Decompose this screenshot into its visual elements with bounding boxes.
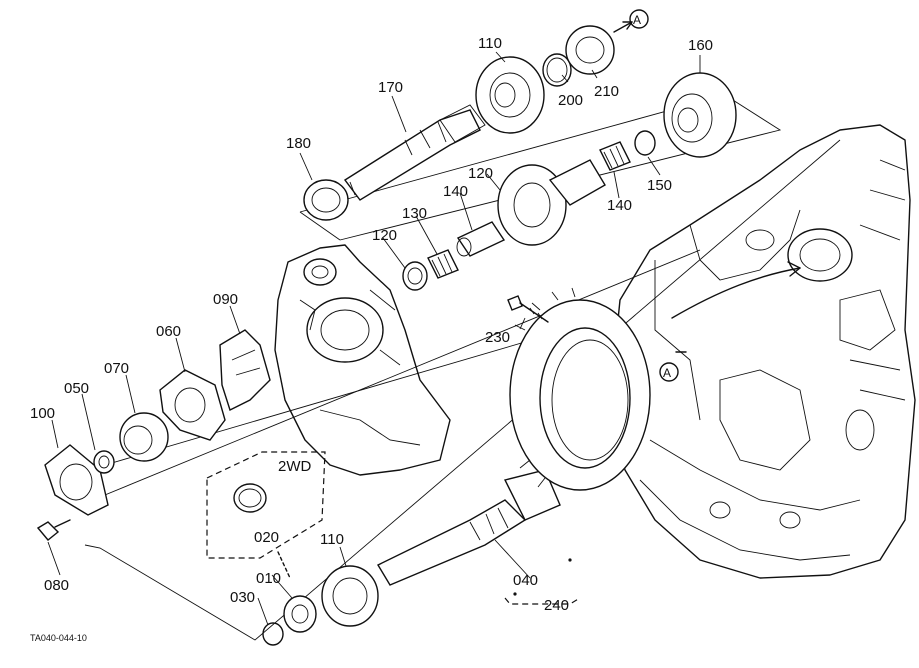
part-labels: 110 200 210 160 150 140 120 140 130 120 … bbox=[30, 35, 713, 614]
part-label-190: 180 bbox=[286, 135, 311, 152]
part-label-100: 100 bbox=[30, 405, 55, 422]
lower-shaft-assembly bbox=[262, 287, 651, 646]
part-label-060: 060 bbox=[156, 323, 181, 340]
part-label-150: 140 bbox=[443, 183, 468, 200]
left-assembly bbox=[36, 329, 271, 541]
part-label-090: 090 bbox=[213, 291, 238, 308]
part-label-080: 080 bbox=[44, 577, 69, 594]
part-label-170: 160 bbox=[688, 37, 713, 54]
part-label-050: 050 bbox=[64, 380, 89, 397]
reference-markers: A A bbox=[629, 9, 679, 382]
part-label-120: 120 bbox=[372, 227, 397, 244]
part-label-230: 230 bbox=[485, 329, 510, 346]
part-label-030: 030 bbox=[230, 589, 255, 606]
reference-letter-bottom: A bbox=[663, 366, 671, 380]
reference-letter-top: A bbox=[633, 13, 641, 27]
part-label-140b: 140 bbox=[607, 197, 632, 214]
part-label-240: 240 bbox=[544, 597, 569, 614]
leader-lines bbox=[47, 51, 701, 626]
part-label-220: 210 bbox=[594, 83, 619, 100]
part-label-040: 040 bbox=[513, 572, 538, 589]
upper-shaft-assembly bbox=[303, 25, 737, 291]
2wd-box bbox=[206, 451, 326, 579]
part-label-010: 010 bbox=[256, 570, 281, 587]
front-housing bbox=[274, 244, 451, 476]
transmission-case bbox=[609, 124, 916, 579]
part-label-140a: 130 bbox=[402, 205, 427, 222]
reference-marker-top bbox=[629, 9, 649, 29]
part-label-180: 170 bbox=[378, 79, 403, 96]
group-label-2wd: 2WD bbox=[278, 458, 312, 475]
part-label-130: 120 bbox=[468, 165, 493, 182]
alignment-lines bbox=[84, 94, 841, 641]
part-label-200: 110 bbox=[478, 35, 502, 52]
figure-code: TA040-044-10 bbox=[30, 633, 87, 643]
part-label-070: 070 bbox=[104, 360, 129, 377]
part-label-020: 020 bbox=[254, 529, 279, 546]
part-label-160: 150 bbox=[647, 177, 672, 194]
reference-marker-bottom bbox=[659, 362, 679, 382]
part-label-210: 200 bbox=[558, 92, 583, 109]
part-label-110: 110 bbox=[320, 531, 344, 548]
